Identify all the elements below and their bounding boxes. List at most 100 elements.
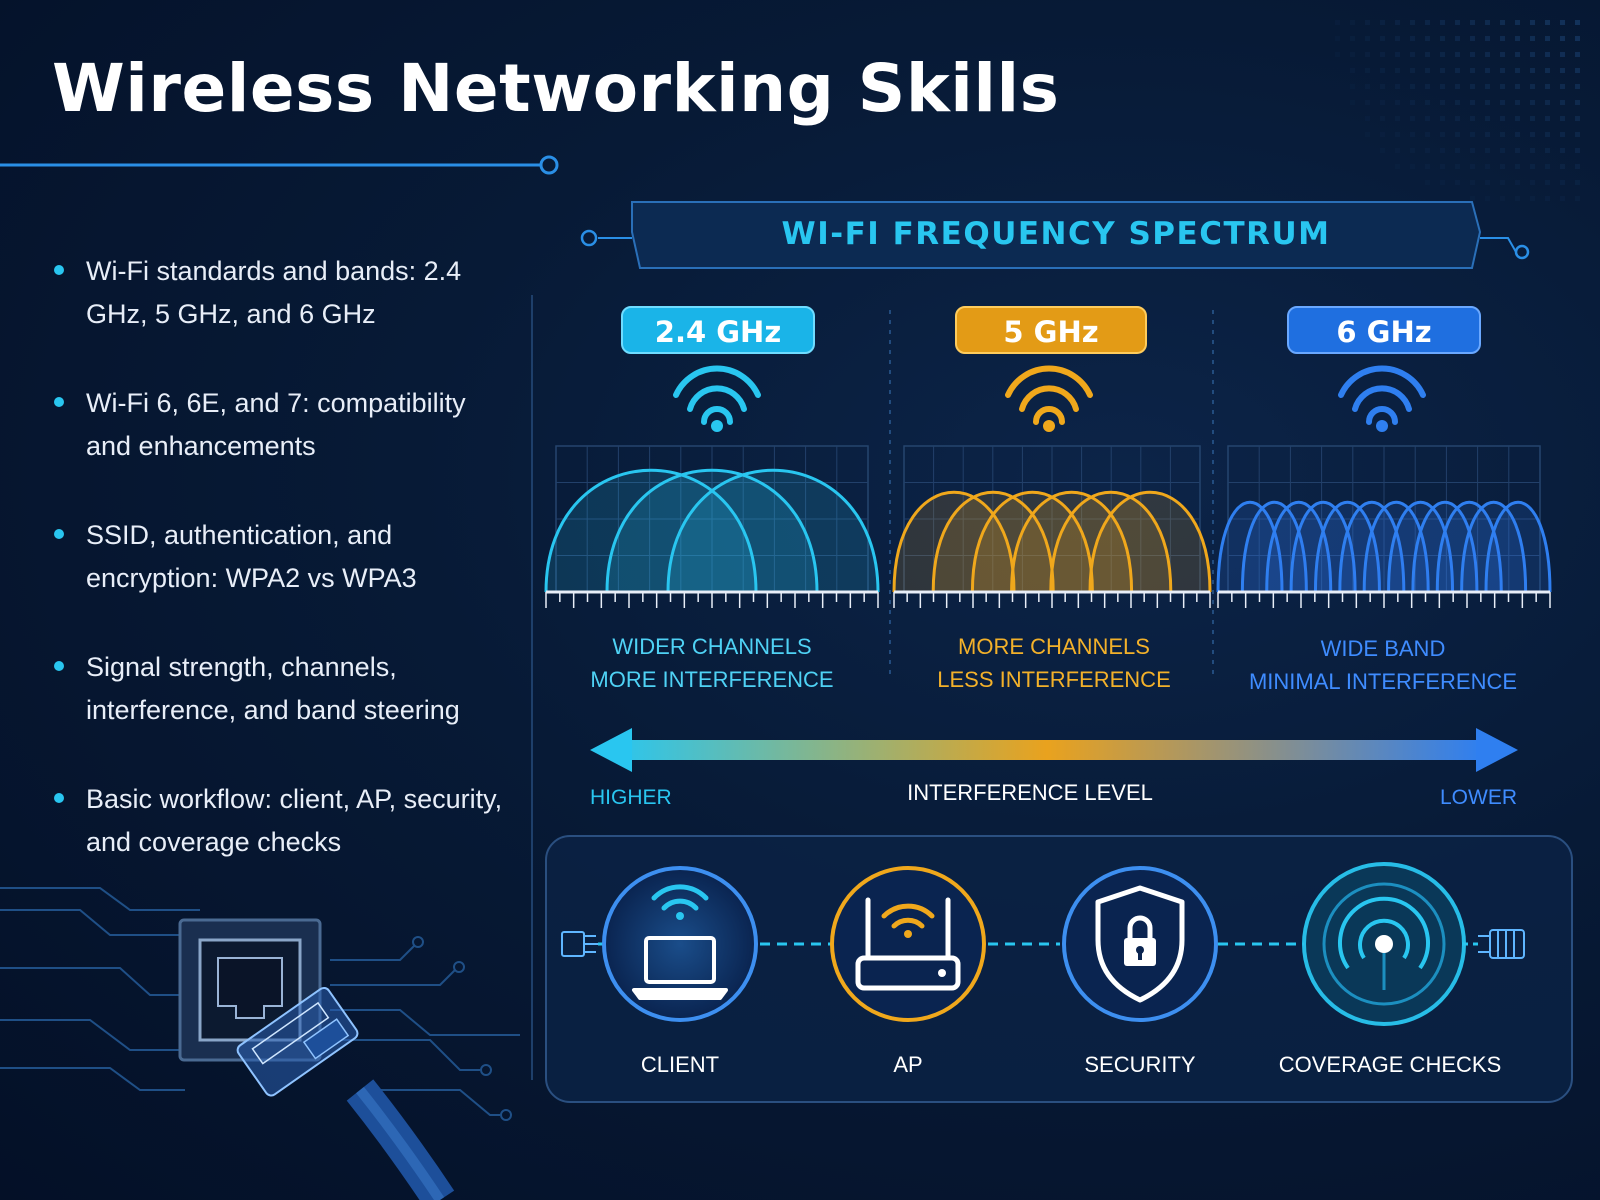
pattern-dot [1395,100,1400,105]
pattern-dot [1380,116,1385,121]
pattern-dot [1515,132,1520,137]
spectrum-panel [1216,445,1552,608]
pattern-dot [1530,20,1535,25]
pattern-dot [1515,180,1520,185]
pattern-dot [1515,84,1520,89]
pattern-dot [1500,52,1505,57]
bullet-dot [54,661,64,671]
pattern-dot [1470,116,1475,121]
pattern-dot [1350,20,1355,25]
channel-arc [1435,500,1503,593]
channel-arc [1338,500,1406,593]
pattern-dot [1425,180,1430,185]
list-item: Signal strength, channels, interference,… [52,646,512,732]
pattern-dot [1410,52,1415,57]
spectrum-panel [892,445,1212,608]
channel-arc [1240,500,1308,593]
pattern-dot [1545,164,1550,169]
page-title: Wireless Networking Skills [52,50,1060,127]
pattern-dot [1530,84,1535,89]
pattern-dot [1455,36,1460,41]
pattern-dot [1500,68,1505,73]
pattern-dot [1560,180,1565,185]
pattern-dot [1485,68,1490,73]
pattern-dot [1500,20,1505,25]
pattern-dot [1455,164,1460,169]
pattern-dot [1440,164,1445,169]
shield-lock-step-icon [1062,866,1218,1022]
pattern-dot [1365,68,1370,73]
pattern-dot [1545,68,1550,73]
pattern-dot [1545,36,1550,41]
pattern-dot [1500,148,1505,153]
pattern-dot [1530,148,1535,153]
pattern-dot [1500,84,1505,89]
ethernet-cable-icon [236,986,455,1200]
pattern-dot [1530,164,1535,169]
dot-pattern [1335,20,1580,201]
pattern-dot [1470,164,1475,169]
pattern-dot [1545,116,1550,121]
pattern-dot [1365,116,1370,121]
list-item: Wi-Fi 6, 6E, and 7: compatibility and en… [52,382,512,468]
pattern-dot [1395,164,1400,169]
list-item: Wi-Fi standards and bands: 2.4 GHz, 5 GH… [52,250,512,336]
pattern-dot [1425,52,1430,57]
pattern-dot [1380,68,1385,73]
pattern-dot [1350,84,1355,89]
pattern-dot [1365,84,1370,89]
pattern-dot [1530,116,1535,121]
pattern-dot [1470,20,1475,25]
pattern-dot [1410,84,1415,89]
channel-arc [1387,500,1455,593]
pattern-dot [1350,52,1355,57]
band-caption-6ghz: WIDE BAND MINIMAL INTERFERENCE [1248,636,1518,694]
band-chip-2-4ghz: 2.4 GHz [621,306,815,354]
pattern-dot [1410,36,1415,41]
band-caption-5ghz: MORE CHANNELS LESS INTERFERENCE [937,634,1171,692]
channel-arc [1049,490,1173,593]
pattern-dot [1365,52,1370,57]
pattern-dot [1425,148,1430,153]
pattern-dot [1410,148,1415,153]
pattern-dot [1485,100,1490,105]
pattern-dot [1425,36,1430,41]
spectrum-panel [544,445,880,608]
pattern-dot [1470,100,1475,105]
pattern-dot [1575,116,1580,121]
band-chip-6ghz: 6 GHz [1287,306,1481,354]
pattern-dot [1410,68,1415,73]
pattern-dot [1365,132,1370,137]
interference-right-label: LOWER [1440,786,1518,809]
channel-arc [970,490,1094,593]
title-underline [0,155,559,175]
pattern-dot [1560,36,1565,41]
pattern-dot [1425,100,1430,105]
pattern-dot [1515,196,1520,201]
channel-arc [1265,500,1333,593]
pattern-dot [1560,20,1565,25]
pattern-dot [1410,164,1415,169]
pattern-dot [1560,196,1565,201]
pattern-dot [1455,100,1460,105]
pattern-dot [1380,132,1385,137]
pattern-dot [1575,148,1580,153]
pattern-dot [1440,100,1445,105]
pattern-dot [1335,20,1340,25]
pattern-dot [1515,36,1520,41]
pattern-dot [1380,52,1385,57]
pattern-dot [1350,36,1355,41]
pattern-dot [1380,148,1385,153]
pattern-dot [1350,100,1355,105]
pattern-dot [1575,36,1580,41]
pattern-dot [1380,36,1385,41]
pattern-dot [1545,180,1550,185]
pattern-dot [1425,132,1430,137]
pattern-dot [1560,52,1565,57]
pattern-dot [1455,180,1460,185]
pattern-dot [1365,36,1370,41]
pattern-dot [1335,52,1340,57]
pattern-dot [1470,36,1475,41]
pattern-dot [1515,68,1520,73]
